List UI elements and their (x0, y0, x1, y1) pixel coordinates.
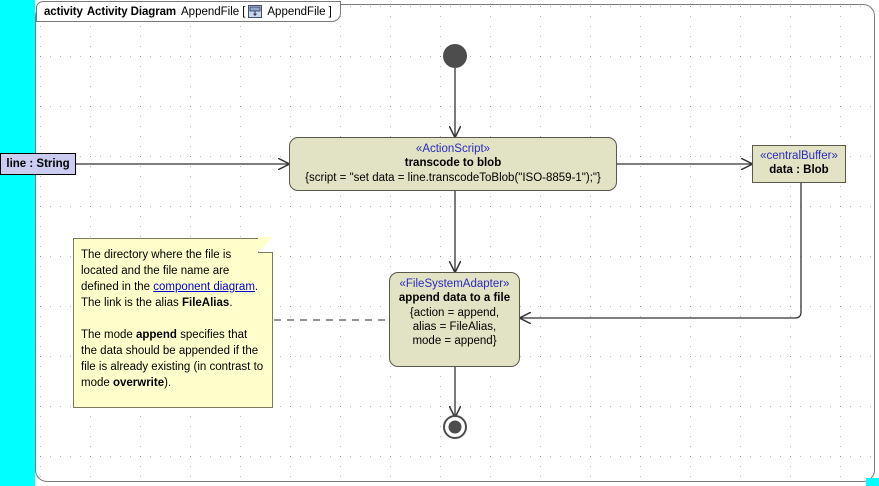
left-selection-strip (0, 0, 35, 486)
action-body-line-2: alias = FileAlias, (412, 321, 497, 333)
input-pin-line-string[interactable]: line : String (0, 153, 76, 175)
frame-kind-label: activity (44, 5, 83, 18)
note-paragraph-2: The mode append specifies that the data … (81, 327, 264, 391)
note-fold-corner (258, 237, 273, 253)
frame-bracket-close: ] (328, 5, 332, 18)
action-name: append data to a file (398, 292, 511, 304)
note-bold-append: append (135, 329, 177, 341)
component-diagram-link[interactable]: component diagram (153, 281, 255, 293)
frame-bracket-open: [ (242, 5, 246, 18)
note-bold-filealias: FileAlias (182, 297, 230, 309)
action-script-body: {script = "set data = line.transcodeToBl… (305, 172, 601, 184)
note-text-2a: The mode (81, 329, 136, 341)
note-text-1a: The directory where the file is located … (81, 249, 232, 293)
note-text-1c: . (229, 297, 233, 309)
input-pin-label: line : String (6, 158, 70, 170)
note-bold-overwrite: overwrite (112, 377, 165, 389)
action-node-append-data-to-a-file[interactable]: «FileSystemAdapter» append data to a fil… (389, 272, 520, 367)
buffer-name: data : Blob (769, 164, 829, 176)
action-name: transcode to blob (404, 157, 502, 169)
action-stereotype: «ActionScript» (415, 143, 491, 155)
action-node-transcode-to-blob[interactable]: «ActionScript» transcode to blob {script… (289, 137, 617, 191)
frame-name-label: AppendFile (181, 5, 240, 18)
central-buffer-node-data-blob[interactable]: «centralBuffer» data : Blob (752, 145, 846, 183)
action-body-line-3: mode = append} (412, 335, 497, 347)
frame-type-label: Activity Diagram (86, 5, 176, 18)
note-text-1b: . The link is the alias (81, 281, 259, 309)
buffer-stereotype: «centralBuffer» (760, 150, 838, 162)
activity-diagram-icon (248, 5, 263, 18)
frame-header-tab[interactable]: activity Activity Diagram AppendFile [ A… (36, 1, 341, 22)
note-text-2b: specifies that the data should be append… (81, 329, 264, 389)
note-text-2c: ). (164, 377, 172, 389)
action-stereotype: «FileSystemAdapter» (399, 278, 510, 290)
diagram-note[interactable]: The directory where the file is located … (73, 237, 273, 408)
frame-param-label: AppendFile (267, 5, 326, 18)
bottom-right-selection-corner (866, 478, 879, 486)
note-paragraph-1: The directory where the file is located … (81, 247, 264, 311)
action-body-line-1: {action = append, (409, 307, 500, 319)
